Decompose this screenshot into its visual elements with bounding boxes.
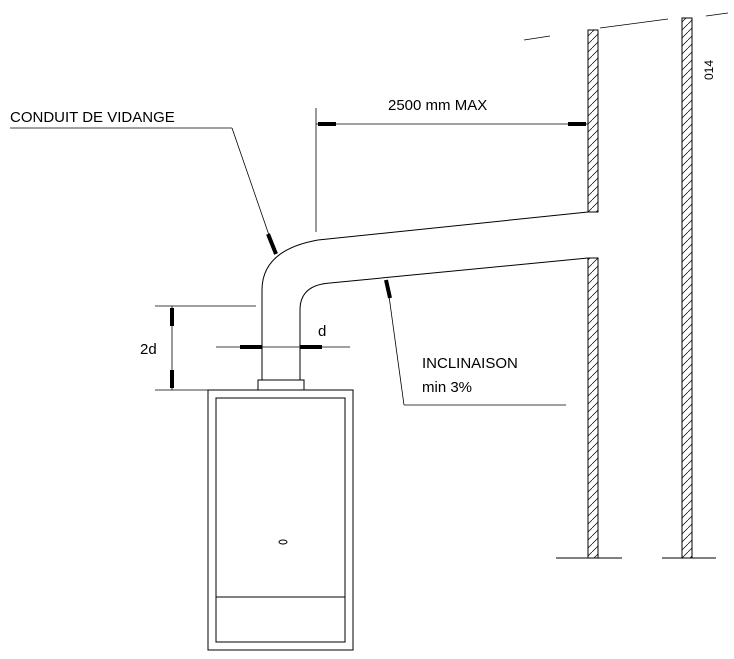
d-label: d	[318, 323, 326, 340]
inner-wall	[587, 29, 599, 559]
two-d-label: 2d	[140, 341, 157, 358]
max-length-label: 2500 mm MAX	[388, 97, 487, 114]
slope-title-label: INCLINAISON	[422, 355, 518, 372]
drain-conduit-label: CONDUIT DE VIDANGE	[10, 109, 175, 126]
drain-conduit-leader	[10, 127, 278, 255]
reference-code: 014	[702, 60, 716, 80]
outer-wall	[681, 17, 693, 559]
flue-pipe	[261, 211, 589, 380]
two-d-dimension	[155, 305, 256, 391]
boiler-indicator-icon	[278, 539, 288, 545]
boiler-unit	[207, 379, 354, 651]
slope-leader	[384, 279, 566, 406]
slope-value-label: min 3%	[422, 379, 472, 396]
length-dimension	[315, 108, 588, 232]
ceiling-line	[523, 12, 729, 41]
